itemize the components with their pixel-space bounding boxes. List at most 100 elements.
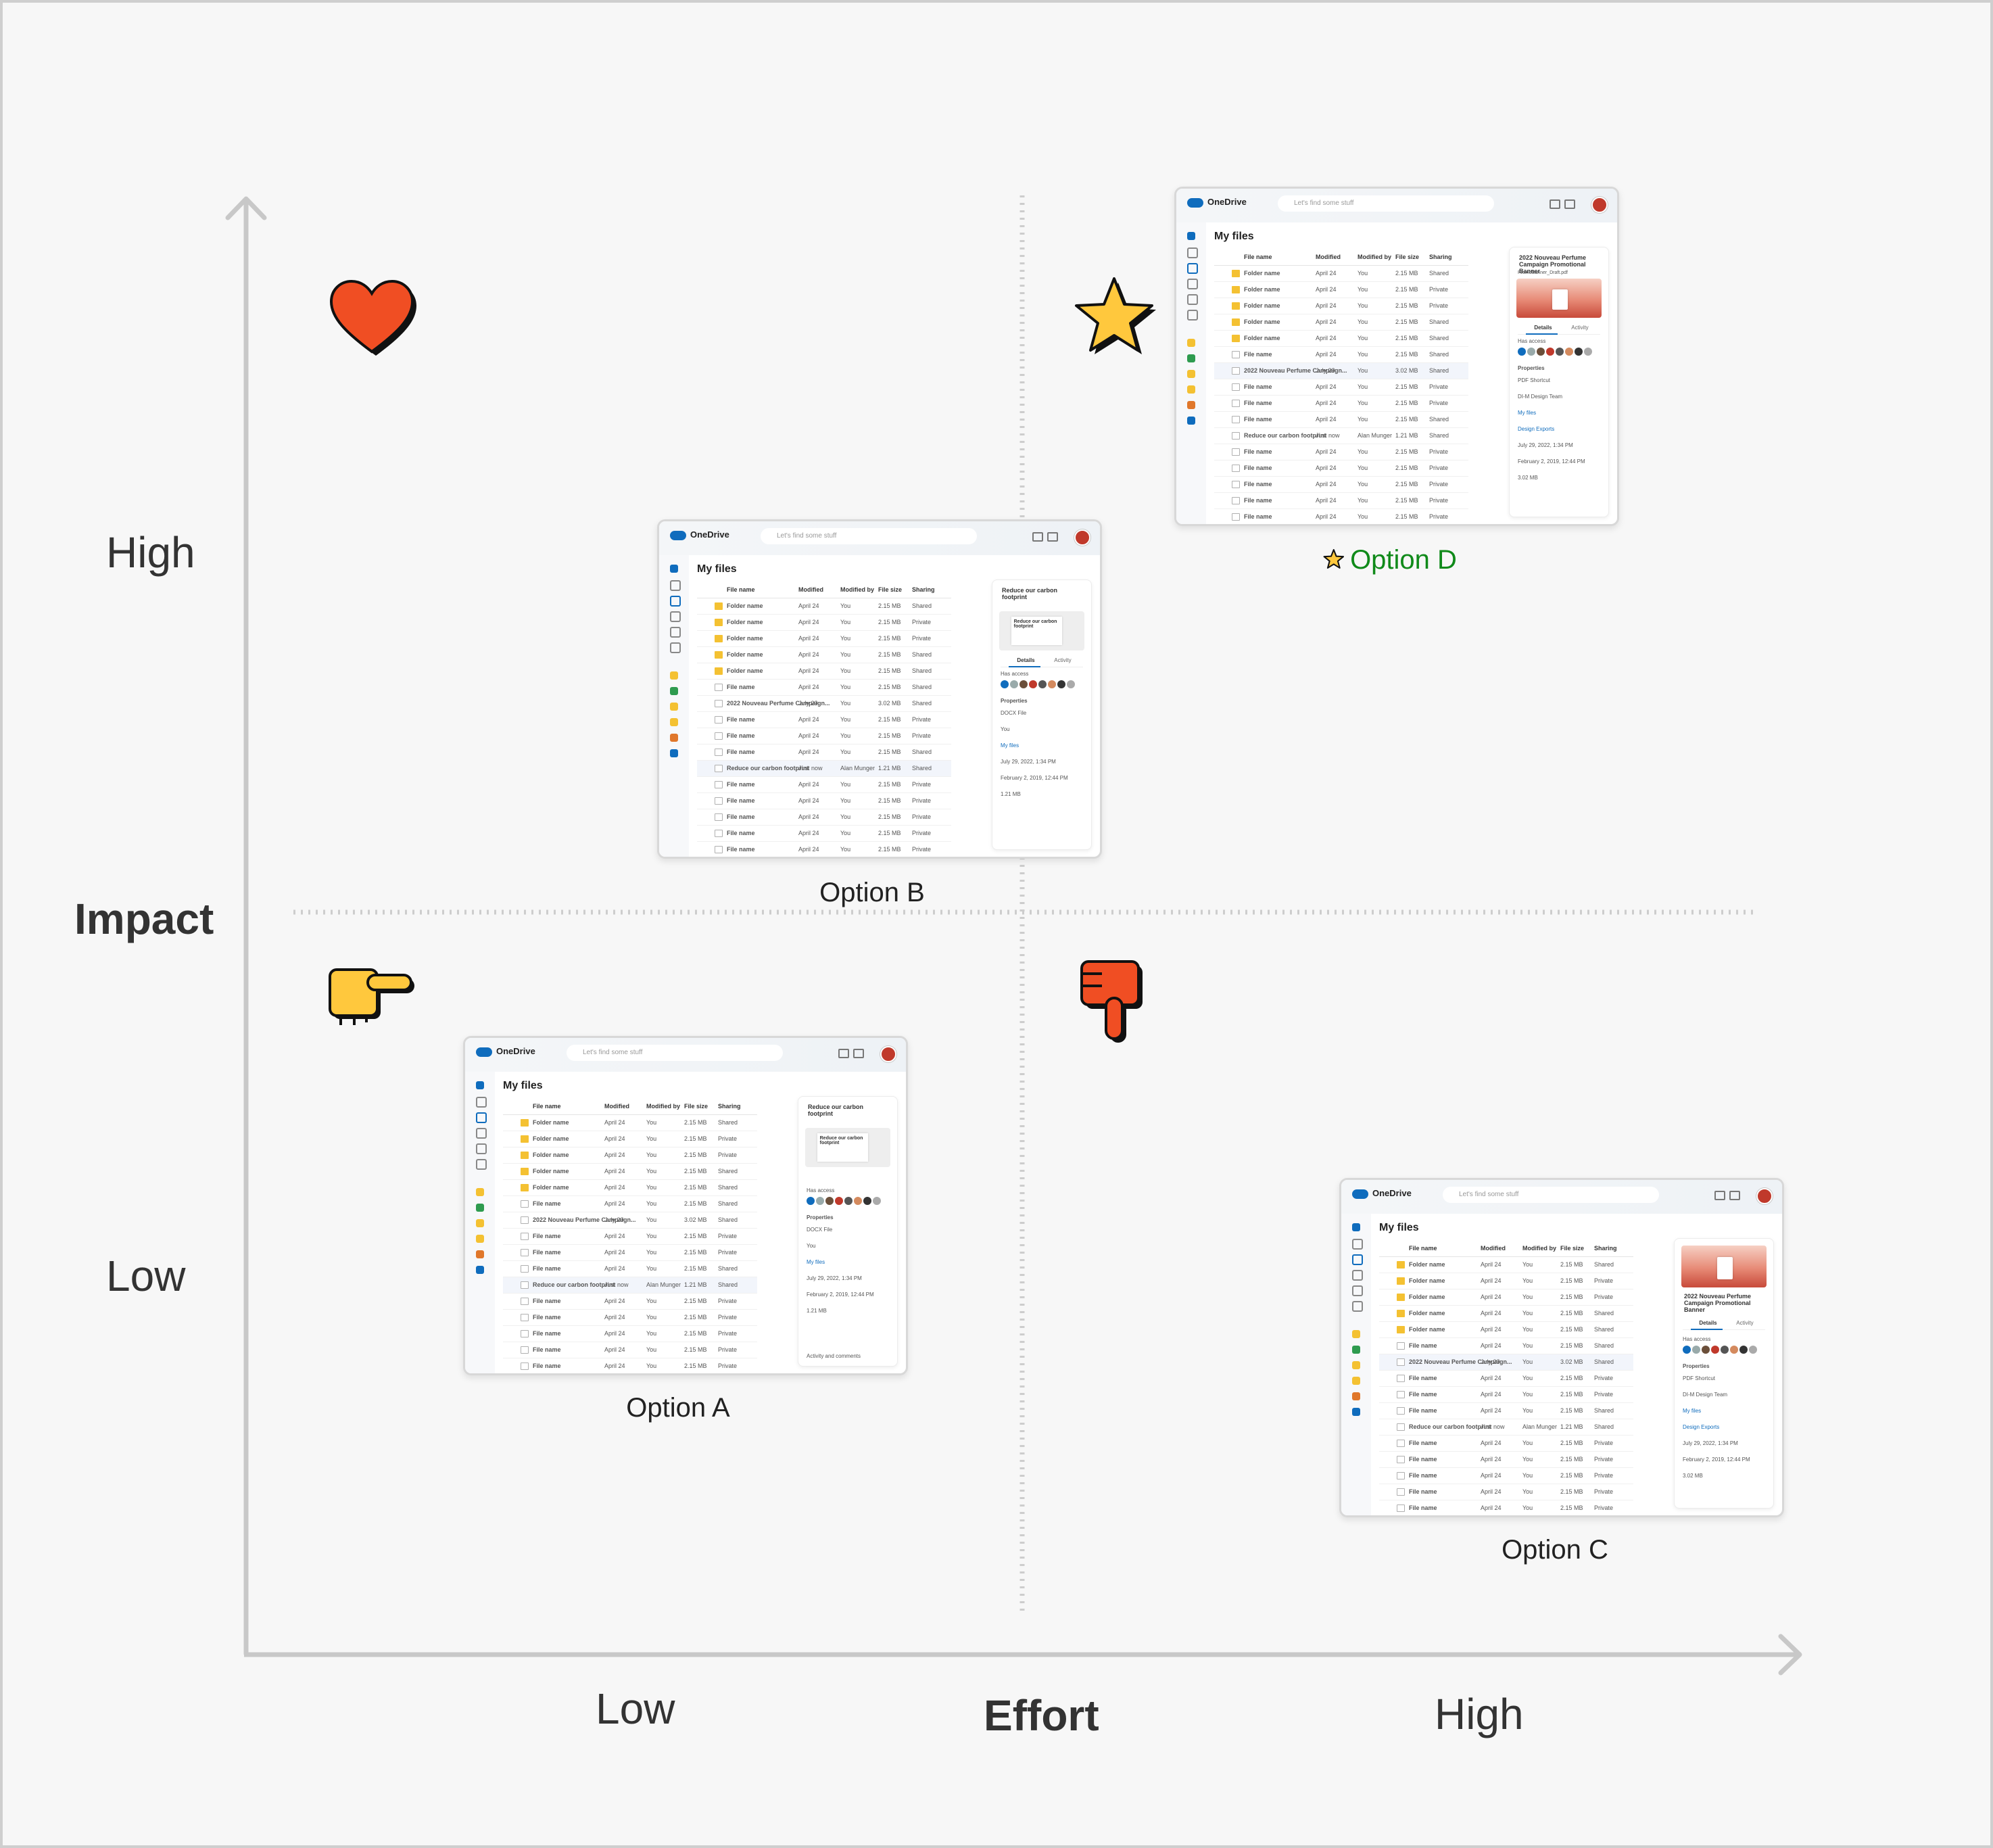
nav-icon[interactable] — [476, 1235, 484, 1243]
settings-icon[interactable] — [1550, 199, 1560, 209]
column-header[interactable]: File name — [533, 1103, 561, 1110]
avatar[interactable] — [1702, 1346, 1710, 1354]
avatar[interactable] — [1556, 348, 1564, 356]
layout-icon[interactable] — [1047, 532, 1058, 542]
avatar[interactable] — [1074, 529, 1090, 546]
nav-icon[interactable] — [1187, 417, 1195, 425]
nav-icon[interactable] — [1352, 1285, 1363, 1296]
layout-icon[interactable] — [1564, 199, 1575, 209]
nav-icon[interactable] — [1352, 1270, 1363, 1281]
nav-icon[interactable] — [476, 1097, 487, 1108]
settings-icon[interactable] — [1714, 1191, 1725, 1200]
layout-icon[interactable] — [853, 1049, 864, 1058]
column-header[interactable]: Modified — [1481, 1245, 1506, 1252]
tab-activity[interactable]: Activity — [1736, 1320, 1754, 1326]
column-header[interactable]: Modified — [604, 1103, 629, 1110]
nav-icon[interactable] — [670, 718, 678, 726]
nav-icon[interactable] — [1352, 1361, 1360, 1369]
avatar[interactable] — [1546, 348, 1554, 356]
column-header[interactable]: Modified by — [840, 586, 874, 593]
nav-icon[interactable] — [670, 596, 681, 607]
settings-icon[interactable] — [1032, 532, 1043, 542]
tab-activity[interactable]: Activity — [1571, 325, 1589, 331]
avatar[interactable] — [1057, 680, 1065, 688]
search-input[interactable]: Let's find some stuff — [1443, 1187, 1659, 1203]
avatar[interactable] — [1591, 197, 1608, 213]
avatar[interactable] — [1067, 680, 1075, 688]
avatar[interactable] — [1001, 680, 1009, 688]
nav-icon[interactable] — [1187, 263, 1198, 274]
nav-icon[interactable] — [1352, 1239, 1363, 1250]
nav-icon[interactable] — [670, 642, 681, 653]
column-header[interactable]: Modified by — [1358, 254, 1391, 260]
tab-details[interactable]: Details — [1017, 657, 1035, 663]
activity-footer[interactable]: Activity and comments — [807, 1353, 861, 1359]
layout-icon[interactable] — [1729, 1191, 1740, 1200]
column-header[interactable]: File size — [684, 1103, 709, 1110]
avatar[interactable] — [1527, 348, 1535, 356]
nav-icon[interactable] — [1352, 1301, 1363, 1312]
tab-details[interactable]: Details — [1534, 325, 1552, 331]
column-header[interactable]: File name — [727, 586, 755, 593]
tab-activity[interactable]: Activity — [1054, 657, 1072, 663]
avatar[interactable] — [816, 1197, 824, 1205]
settings-icon[interactable] — [838, 1049, 849, 1058]
avatar[interactable] — [1518, 348, 1526, 356]
column-header[interactable]: File size — [1395, 254, 1420, 260]
avatar[interactable] — [1721, 1346, 1729, 1354]
nav-icon[interactable] — [1187, 310, 1198, 321]
nav-icon[interactable] — [670, 703, 678, 711]
column-header[interactable]: Sharing — [718, 1103, 741, 1110]
nav-icon[interactable] — [476, 1250, 484, 1258]
avatar[interactable] — [1584, 348, 1592, 356]
avatar[interactable] — [880, 1046, 896, 1062]
nav-icon[interactable] — [476, 1204, 484, 1212]
nav-icon[interactable] — [1187, 247, 1198, 258]
nav-icon[interactable] — [670, 749, 678, 757]
nav-icon[interactable] — [1187, 354, 1195, 362]
nav-icon[interactable] — [476, 1128, 487, 1139]
avatar[interactable] — [1692, 1346, 1700, 1354]
avatar[interactable] — [1010, 680, 1018, 688]
column-header[interactable]: File name — [1409, 1245, 1437, 1252]
search-input[interactable]: Let's find some stuff — [1278, 195, 1494, 212]
nav-icon[interactable] — [1352, 1223, 1360, 1231]
avatar[interactable] — [1739, 1346, 1748, 1354]
nav-icon[interactable] — [670, 580, 681, 591]
nav-icon[interactable] — [476, 1143, 487, 1154]
